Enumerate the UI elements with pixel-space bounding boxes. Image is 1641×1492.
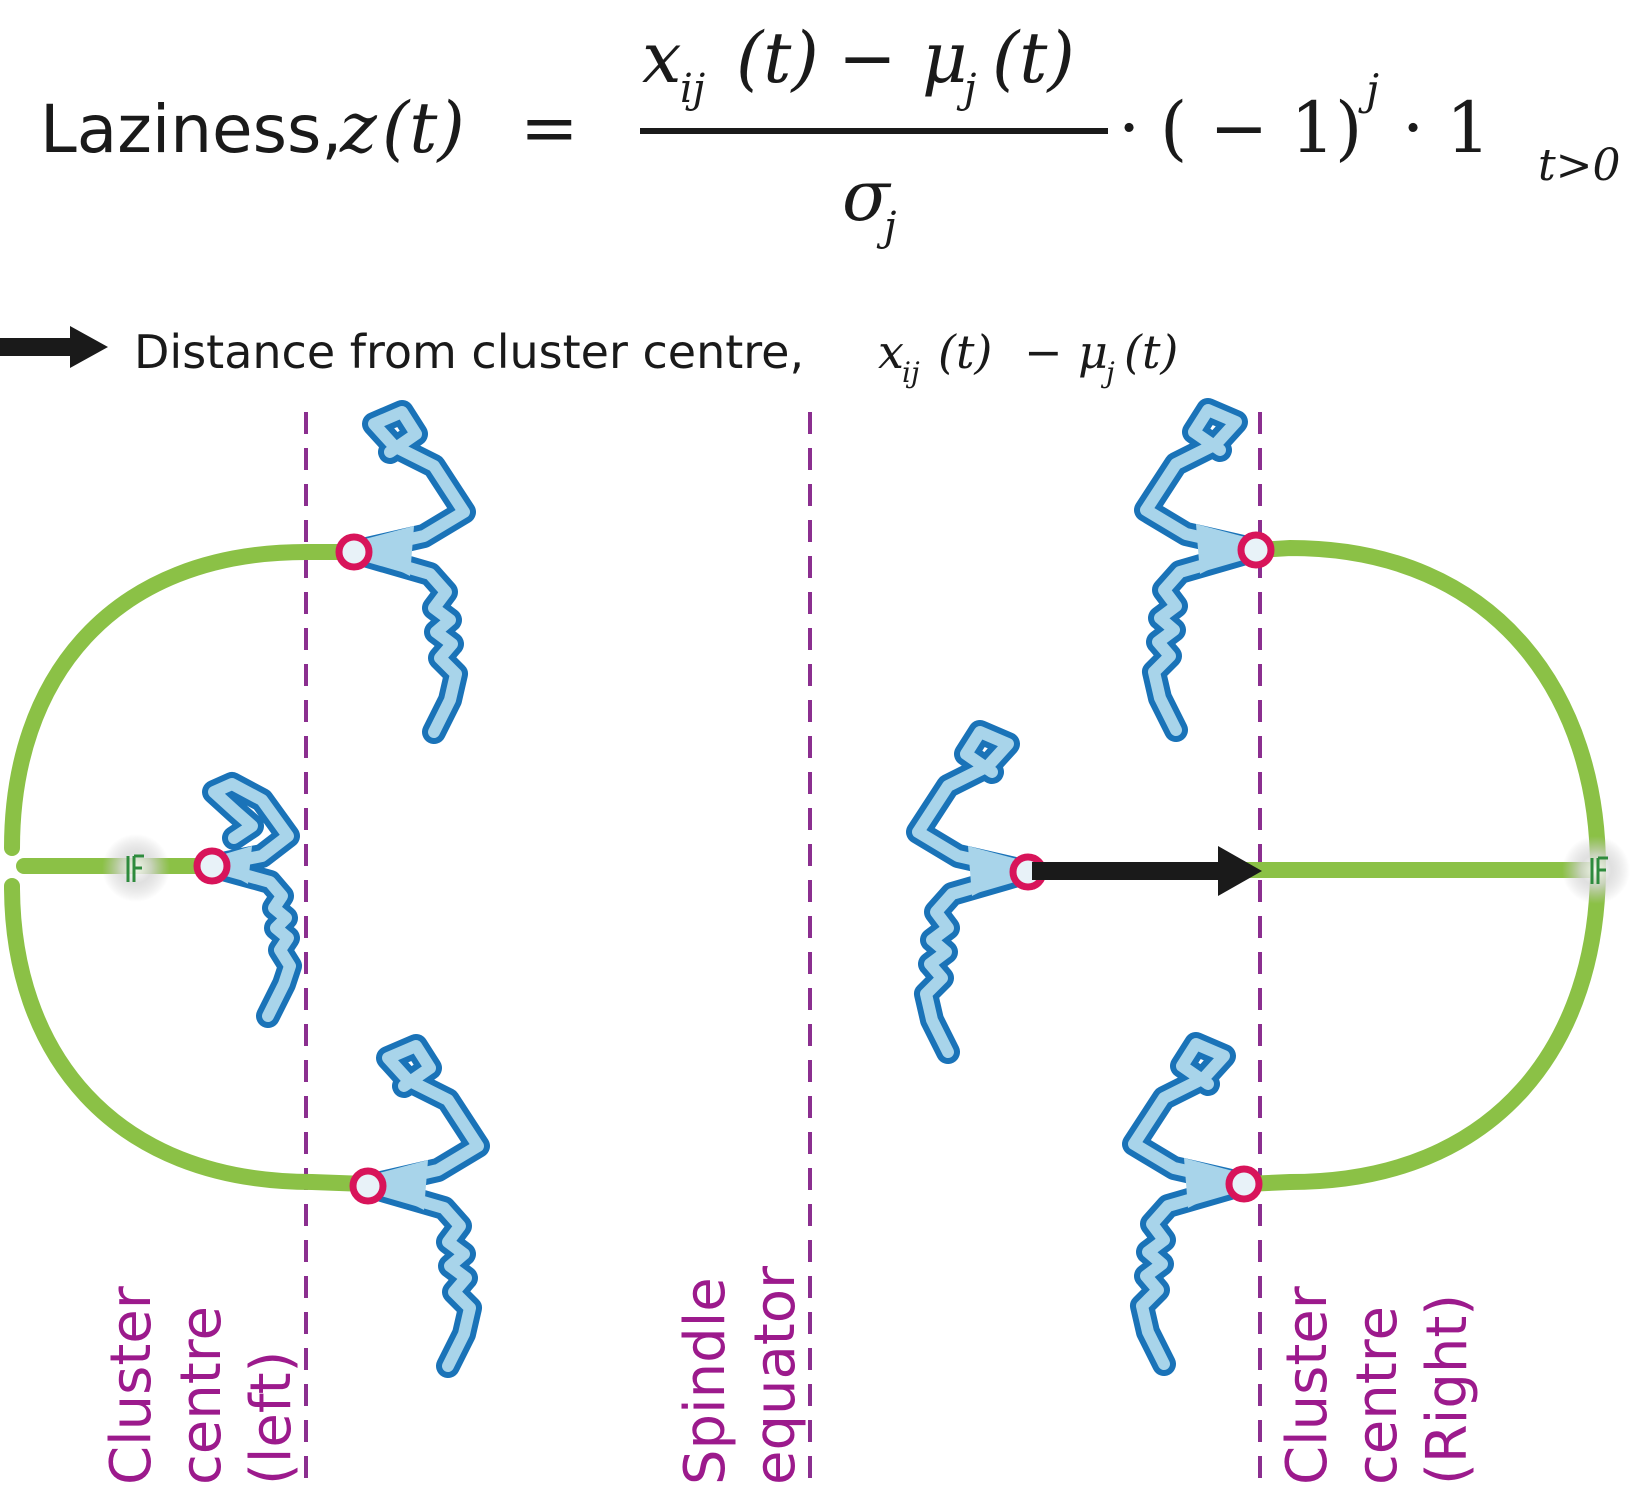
left-pole: [102, 834, 170, 902]
distance-arrow: [1032, 846, 1262, 896]
formula-dot-2: ·: [1402, 87, 1424, 169]
legend-mu-arg: (t): [1124, 325, 1178, 379]
label-middle-line-1: Spindle: [673, 1277, 738, 1485]
label-left-line-2: centre: [169, 1306, 234, 1485]
right-pole-glow: [1562, 836, 1630, 904]
kinetochore: [349, 1167, 387, 1205]
label-cluster-centre-right: (Right) centre Cluster: [1275, 1285, 1480, 1485]
numerator-x: x: [642, 17, 681, 99]
chromosome-left-bottom: [353, 1046, 478, 1366]
denominator-sigma: σ: [842, 155, 892, 237]
label-right-line-2: centre: [1345, 1306, 1410, 1485]
numerator-mu-arg: (t): [992, 17, 1075, 99]
numerator-x-arg: (t): [736, 17, 819, 99]
left-upper-fiber: [4, 544, 364, 856]
formula-indicator-subscript: t>0: [1538, 140, 1621, 191]
formula-laziness-word: Laziness,: [40, 91, 342, 168]
kinetochore: [193, 847, 231, 885]
legend-mu: μ: [1078, 325, 1108, 379]
legend-x-subscript: ij: [902, 356, 920, 389]
fraction-bar: [640, 128, 1108, 134]
label-spindle-equator: equator Spindle: [673, 1265, 808, 1485]
kinetochore: [1237, 531, 1275, 569]
formula-indicator: 1: [1446, 87, 1491, 169]
laziness-formula: Laziness, z (t) = x ij (t) − μ j (t) σ j…: [40, 17, 1621, 250]
chromosome-left-top: [339, 412, 464, 732]
label-right-line-1: Cluster: [1275, 1285, 1340, 1485]
formula-z: z: [339, 87, 378, 169]
formula-dot-1: ·: [1118, 87, 1140, 169]
right-pole: [1562, 836, 1630, 904]
formula-equals: =: [520, 87, 579, 169]
label-cluster-centre-left: (left) centre Cluster: [99, 1285, 304, 1485]
formula-neg-one: ( − 1): [1160, 87, 1362, 169]
chromosome-right-top: [1146, 410, 1271, 730]
legend-text: Distance from cluster centre,: [134, 325, 804, 379]
kinetochore: [335, 533, 373, 571]
chromosome-right-lagging: [918, 732, 1043, 1052]
label-middle-line-2: equator: [743, 1265, 808, 1485]
numerator-mu: μ: [922, 17, 968, 99]
label-right-line-3: (Right): [1415, 1294, 1480, 1485]
chromosome-left-middle: [197, 784, 290, 1016]
distance-legend: Distance from cluster centre, x ij (t) −…: [0, 325, 1178, 389]
numerator-minus: −: [838, 17, 897, 99]
right-pole-mark-icon: [1590, 856, 1608, 884]
label-left-line-3: (left): [239, 1351, 304, 1485]
formula-z-arg: (t): [382, 87, 465, 169]
chromosome-right-bottom: [1134, 1044, 1259, 1364]
kinetochore: [1225, 1165, 1263, 1203]
numerator-x-subscript: ij: [680, 66, 705, 112]
legend-x: x: [878, 325, 904, 379]
legend-x-arg: (t): [938, 325, 992, 379]
left-lower-fiber: [4, 878, 374, 1192]
left-pole-mark-icon: [126, 854, 144, 882]
label-left-line-1: Cluster: [99, 1285, 164, 1485]
left-spindle-fibers: [4, 544, 374, 1192]
legend-minus: −: [1024, 325, 1063, 379]
legend-arrow-icon: [0, 326, 108, 368]
